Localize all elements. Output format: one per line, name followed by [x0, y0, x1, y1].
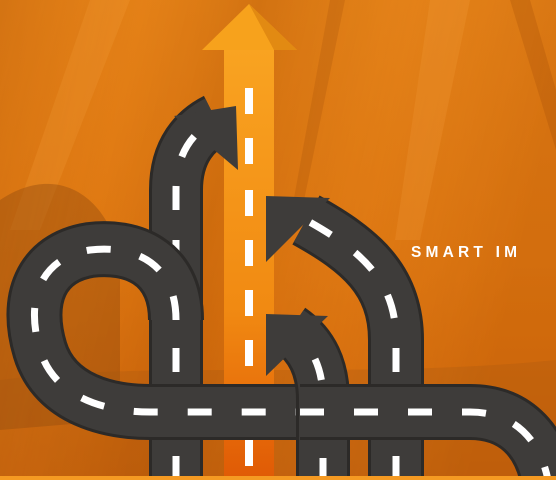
accent-strip	[0, 476, 556, 480]
winding-road-icon	[6, 95, 556, 480]
tagline-text: SMART IM	[411, 244, 522, 261]
